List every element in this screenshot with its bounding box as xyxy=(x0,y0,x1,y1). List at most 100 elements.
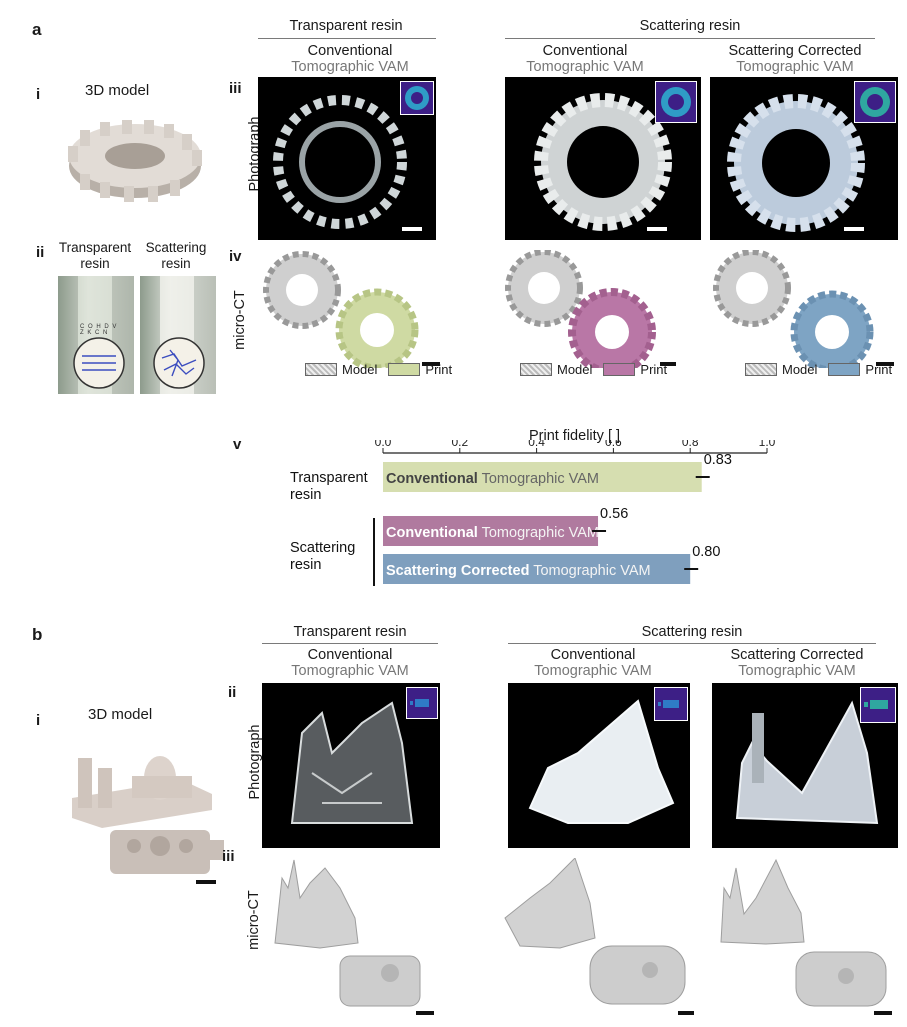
microct-cathedral-scattering-corrected xyxy=(720,858,892,1015)
photo-cathedral-scattering-corrected xyxy=(712,683,898,848)
microct-gear-scattering-corrected xyxy=(713,250,894,368)
gear-3d-model-image xyxy=(68,120,202,202)
x-tick-label: 0.8 xyxy=(682,440,699,449)
group-header-transparent: Transparent resin xyxy=(289,18,403,34)
label-b-iii: iii xyxy=(222,848,235,865)
legend-print-label: Print xyxy=(425,362,453,377)
microct-gear-transparent xyxy=(263,251,440,368)
group-divider-transparent-b xyxy=(262,643,438,644)
bar-label: Scattering Corrected Tomographic VAM xyxy=(386,563,651,579)
group-header-scattering-b: Scattering resin xyxy=(641,624,743,640)
x-tick-label: 0.6 xyxy=(605,440,622,449)
projection-inset xyxy=(654,687,688,721)
x-tick-label: 0.2 xyxy=(451,440,468,449)
label-a-ii: ii xyxy=(36,244,45,261)
label-a-i: i xyxy=(36,86,41,103)
column-heading-line1: Scattering Corrected xyxy=(728,43,862,59)
x-tick-label: 0.0 xyxy=(375,440,392,449)
data-label: 0.80 xyxy=(692,544,720,560)
column-heading-line1: Conventional xyxy=(307,43,393,59)
column-heading-line2: Tomographic VAM xyxy=(736,59,854,75)
legend-swatch-print xyxy=(388,363,421,376)
bar-label: Conventional Tomographic VAM xyxy=(386,525,599,541)
vial-photo-scattering xyxy=(140,276,216,394)
scale-bar xyxy=(844,227,864,231)
column-heading-line1: Conventional xyxy=(542,43,628,59)
photo-gear-scattering-corrected xyxy=(710,77,898,240)
legend-swatch-model xyxy=(520,363,552,376)
legend-model-label: Model xyxy=(342,362,378,377)
column-heading-b-3: Scattering Corrected Tomographic VAM xyxy=(712,647,882,679)
column-heading-line1: Conventional xyxy=(550,647,636,663)
legend-swatch-model xyxy=(305,363,337,376)
chart-title: Print fidelity [ ] xyxy=(528,428,621,444)
projection-inset xyxy=(400,81,434,115)
projection-inset xyxy=(406,687,438,719)
label-b-ii: ii xyxy=(228,684,237,701)
data-label: 0.56 xyxy=(600,506,628,522)
cathedral-print-scattering-corrected xyxy=(735,700,879,825)
column-heading-b-2: Conventional Tomographic VAM xyxy=(508,647,678,679)
microct-gear-scattering-conventional xyxy=(505,250,676,368)
gear-print-scattering-conventional xyxy=(534,93,672,231)
legend-swatch-print xyxy=(603,363,636,376)
legend-swatch-model xyxy=(745,363,777,376)
legend-scattering-corrected: Model Print xyxy=(745,362,892,377)
column-heading-line2: Tomographic VAM xyxy=(291,663,409,679)
photo-cathedral-transparent-conventional xyxy=(262,683,440,848)
microct-cathedral-transparent xyxy=(274,859,434,1015)
column-heading-line2: Tomographic VAM xyxy=(291,59,409,75)
gear-print-scattering-corrected xyxy=(727,94,865,232)
vial-label-scattering: Scattering resin xyxy=(145,240,207,271)
column-heading-3: Scattering Corrected Tomographic VAM xyxy=(710,43,880,75)
group-header-scattering: Scattering resin xyxy=(639,18,741,34)
column-heading-line2: Tomographic VAM xyxy=(738,663,856,679)
label-a-iii: iii xyxy=(229,80,242,97)
microct-cathedral-scattering-conventional xyxy=(504,858,694,1015)
gear-print-transparent xyxy=(273,95,407,229)
group-header-transparent-b: Transparent resin xyxy=(293,624,407,640)
column-heading-b-1: Conventional Tomographic VAM xyxy=(265,647,435,679)
scale-bar xyxy=(402,227,422,231)
photo-cathedral-scattering-conventional xyxy=(508,683,690,848)
legend-swatch-print xyxy=(828,363,861,376)
label-a-iv: iv xyxy=(229,248,242,265)
group-divider-scattering xyxy=(505,38,875,39)
column-heading-line1: Scattering Corrected xyxy=(730,647,864,663)
bar xyxy=(383,516,599,546)
data-label: 0.83 xyxy=(704,452,732,468)
group-divider-transparent xyxy=(258,38,436,39)
group-divider-scattering-b xyxy=(508,643,876,644)
x-tick-label: 1.0 xyxy=(759,440,776,449)
projection-inset xyxy=(860,687,896,723)
scale-bar xyxy=(647,227,667,231)
panel-letter-a: a xyxy=(32,20,42,39)
bar-label: Conventional Tomographic VAM xyxy=(386,471,599,487)
cathedral-3d-model-image xyxy=(72,756,224,884)
bar xyxy=(383,554,691,584)
column-heading-1: Conventional Tomographic VAM xyxy=(265,43,435,75)
cathedral-print-transparent xyxy=(290,701,414,824)
row-label-microct-b: micro-CT xyxy=(246,890,262,950)
row-label-microct-a: micro-CT xyxy=(232,290,248,350)
legend-transparent: Model Print xyxy=(305,362,452,377)
photo-gear-transparent-conventional xyxy=(258,77,436,240)
cathedral-print-scattering-conventional xyxy=(528,699,675,824)
column-heading-line1: Conventional xyxy=(307,647,393,663)
straight-rays-icon xyxy=(73,337,125,389)
label-a-v: v xyxy=(233,436,242,453)
scattered-rays-icon xyxy=(153,337,205,389)
bar xyxy=(383,462,702,492)
projection-inset xyxy=(655,81,697,123)
row-label-photograph-b: Photograph xyxy=(247,724,263,800)
legend-model-label: Model xyxy=(782,362,818,377)
column-heading-line2: Tomographic VAM xyxy=(534,663,652,679)
legend-model-label: Model xyxy=(557,362,593,377)
vial-label-transparent: Transparent resin xyxy=(58,240,132,271)
column-heading-2: Conventional Tomographic VAM xyxy=(500,43,670,75)
panel-letter-b: b xyxy=(32,625,43,644)
legend-print-label: Print xyxy=(865,362,893,377)
